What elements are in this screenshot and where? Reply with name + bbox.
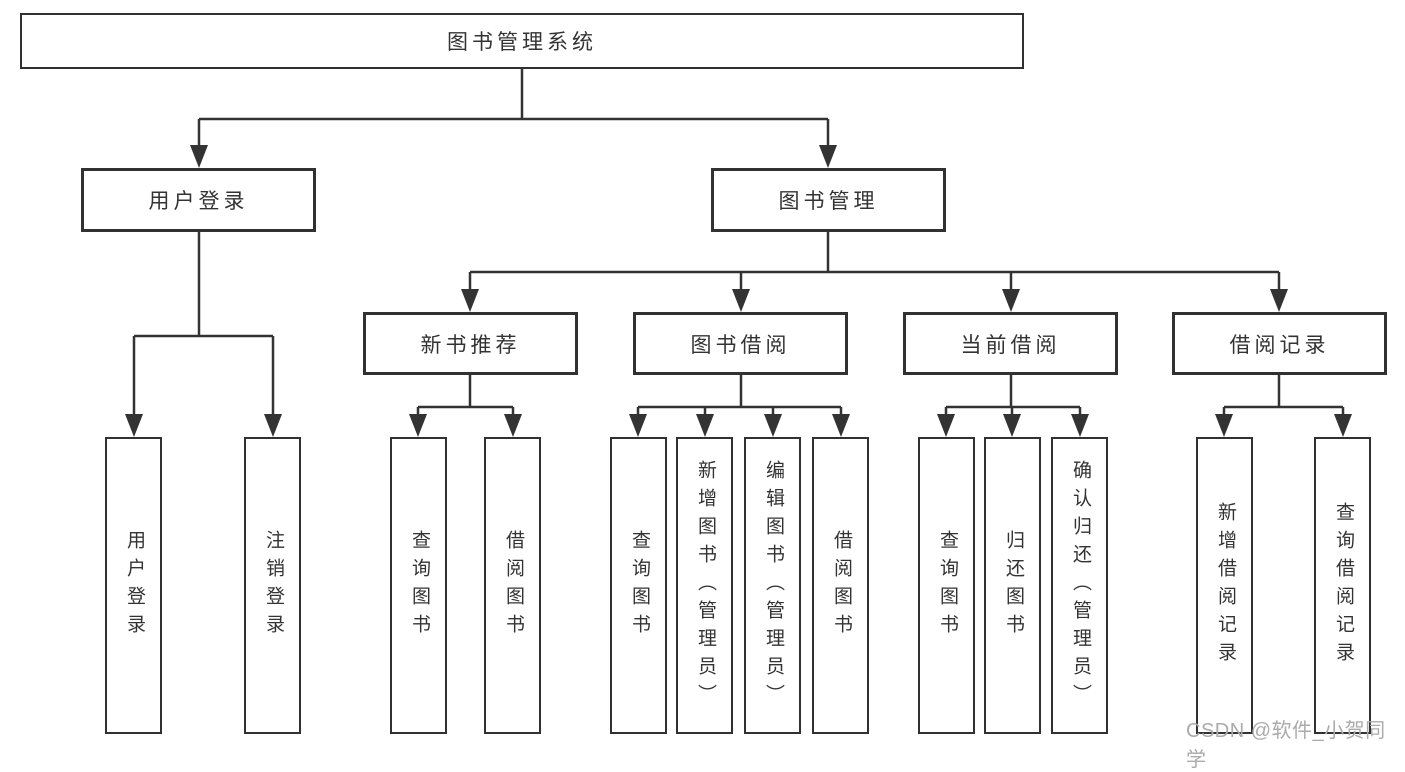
node-borrowing-records-label: 借阅记录 xyxy=(1229,333,1330,357)
leaf-add-borrow-record-label: 新增借阅记录 xyxy=(1214,501,1236,670)
node-book-management: 图书管理 xyxy=(711,168,946,232)
leaf-query-books-current: 查询图书 xyxy=(918,437,975,734)
leaf-borrow-books-borrowing-label: 借阅图书 xyxy=(830,529,852,642)
leaf-query-books-current-label: 查询图书 xyxy=(936,529,958,642)
leaf-logout-label: 注销登录 xyxy=(262,529,284,642)
leaf-add-borrow-record: 新增借阅记录 xyxy=(1196,437,1253,734)
leaf-query-books-borrowing-label: 查询图书 xyxy=(628,529,650,642)
leaf-edit-book-admin: 编辑图书（管理员） xyxy=(744,437,801,734)
node-user-login-label: 用户登录 xyxy=(148,190,249,213)
leaf-user-login-label: 用户登录 xyxy=(123,529,145,642)
leaf-borrow-books-borrowing: 借阅图书 xyxy=(812,437,869,734)
csdn-watermark: CSDN @软件_小贺同学 xyxy=(1186,720,1386,771)
node-new-book-recommendation: 新书推荐 xyxy=(363,312,578,375)
node-book-management-label: 图书管理 xyxy=(778,190,879,213)
node-library-management-system: 图书管理系统 xyxy=(20,13,1024,69)
leaf-query-books-recommend-label: 查询图书 xyxy=(408,529,430,642)
org-chart-diagram: 图书管理系统 用户登录 图书管理 新书推荐 图书借阅 当前借阅 借阅记录 用户登… xyxy=(20,13,1387,771)
node-current-borrowing-label: 当前借阅 xyxy=(960,333,1061,357)
node-borrowing-records: 借阅记录 xyxy=(1172,312,1387,375)
leaf-add-book-admin: 新增图书（管理员） xyxy=(676,437,733,734)
node-new-book-recommendation-label: 新书推荐 xyxy=(420,333,521,357)
leaf-confirm-return-admin: 确认归还（管理员） xyxy=(1051,437,1108,734)
connector-lines xyxy=(125,69,1352,437)
leaf-logout: 注销登录 xyxy=(244,437,301,734)
node-current-borrowing: 当前借阅 xyxy=(903,312,1118,375)
leaf-borrow-books-recommend-label: 借阅图书 xyxy=(502,529,524,642)
leaf-query-books-recommend: 查询图书 xyxy=(390,437,447,734)
node-book-borrowing: 图书借阅 xyxy=(633,312,848,375)
leaf-return-book-label: 归还图书 xyxy=(1002,529,1024,642)
leaf-edit-book-admin-label: 编辑图书（管理员） xyxy=(762,459,784,712)
leaf-user-login: 用户登录 xyxy=(105,437,162,734)
leaf-query-borrow-record: 查询借阅记录 xyxy=(1314,437,1371,734)
node-book-borrowing-label: 图书借阅 xyxy=(690,333,791,357)
leaf-query-borrow-record-label: 查询借阅记录 xyxy=(1332,501,1354,670)
node-user-login: 用户登录 xyxy=(81,168,316,232)
leaf-confirm-return-admin-label: 确认归还（管理员） xyxy=(1069,459,1091,712)
leaf-query-books-borrowing: 查询图书 xyxy=(610,437,667,734)
arrowheads xyxy=(125,145,1352,437)
leaf-add-book-admin-label: 新增图书（管理员） xyxy=(694,459,716,712)
leaf-borrow-books-recommend: 借阅图书 xyxy=(484,437,541,734)
leaf-return-book: 归还图书 xyxy=(984,437,1041,734)
node-library-management-system-label: 图书管理系统 xyxy=(447,31,597,54)
